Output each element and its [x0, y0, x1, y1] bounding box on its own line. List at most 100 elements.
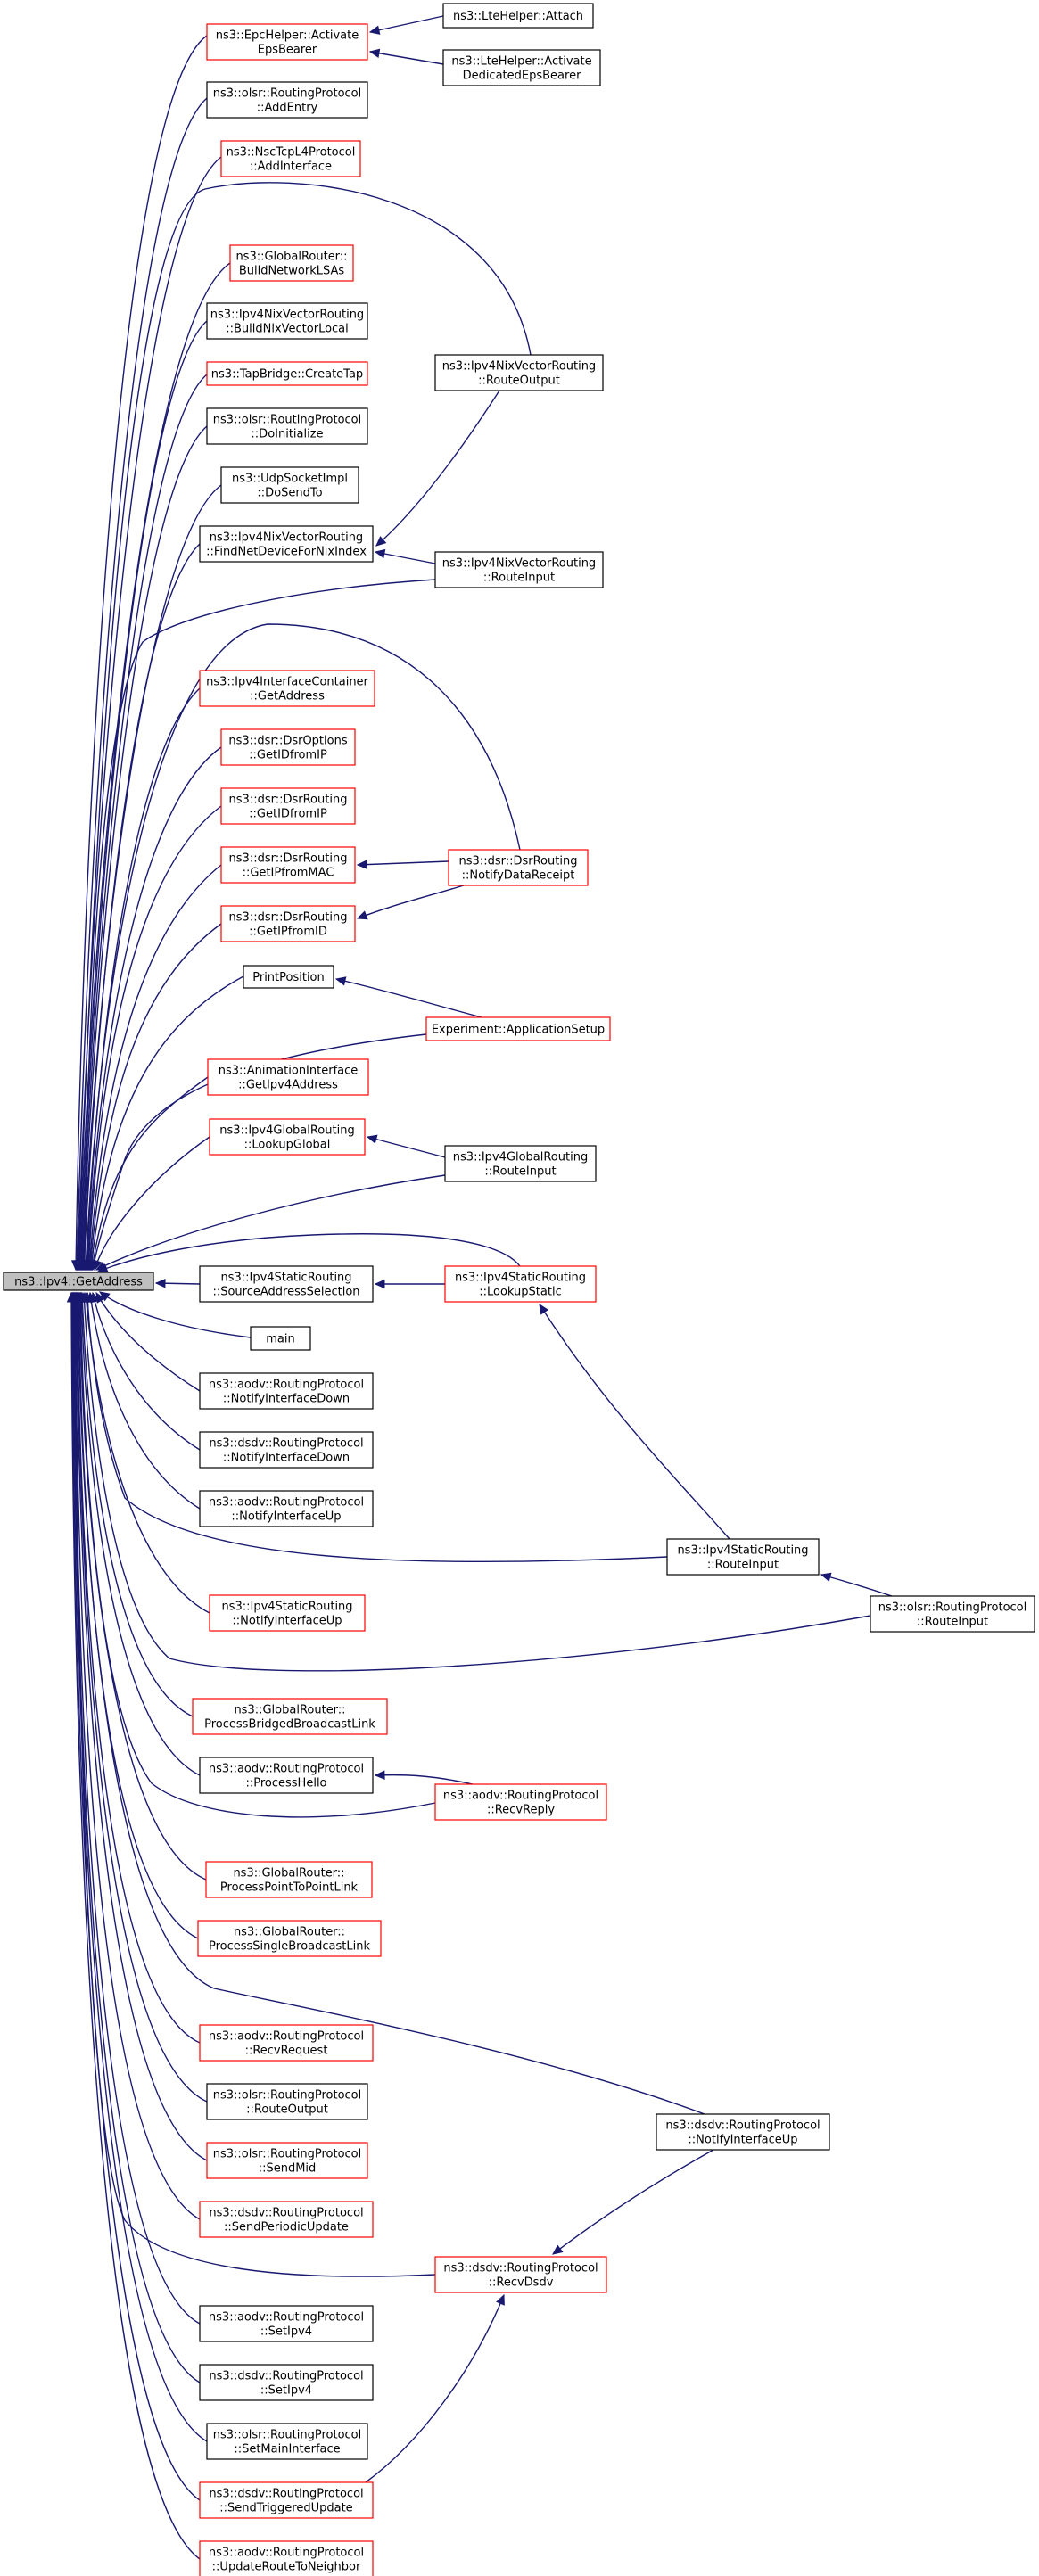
node-box[interactable] [220, 140, 361, 177]
node-dsdvifdown[interactable]: ns3::dsdv::RoutingProtocol::NotifyInterf… [199, 1431, 374, 1469]
node-dsrrtid[interactable]: ns3::dsr::DsrRouting::GetIDfromIP [220, 787, 356, 825]
node-box[interactable] [206, 23, 368, 61]
node-aodvsetipv4[interactable]: ns3::aodv::RoutingProtocol::SetIpv4 [199, 2305, 374, 2342]
node-dsdvifup[interactable]: ns3::dsdv::RoutingProtocol::NotifyInterf… [656, 2113, 830, 2151]
node-dsdvrecv[interactable]: ns3::dsdv::RoutingProtocol::RecvDsdv [434, 2256, 607, 2293]
node-box[interactable] [206, 81, 368, 119]
node-box[interactable] [220, 466, 359, 504]
node-root[interactable]: ns3::Ipv4::GetAddress [3, 1272, 154, 1291]
node-box[interactable] [199, 2201, 374, 2238]
node-box[interactable] [220, 905, 356, 942]
node-aodvifdown[interactable]: ns3::aodv::RoutingProtocol::NotifyInterf… [199, 1372, 374, 1410]
node-box[interactable] [199, 670, 375, 707]
node-grbuild[interactable]: ns3::GlobalRouter::BuildNetworkLSAs [229, 244, 354, 282]
node-olsrroutein[interactable]: ns3::olsr::RoutingProtocol::RouteInput [870, 1595, 1035, 1633]
node-grsingle[interactable]: ns3::GlobalRouter::ProcessSingleBroadcas… [197, 1920, 382, 1957]
node-dsrnotify[interactable]: ns3::dsr::DsrRouting::NotifyDataReceipt [448, 849, 589, 886]
node-sifup[interactable]: ns3::Ipv4StaticRouting::NotifyInterfaceU… [209, 1594, 366, 1632]
node-box[interactable] [870, 1595, 1035, 1633]
node-box[interactable] [199, 2364, 374, 2401]
node-box[interactable] [656, 2113, 830, 2151]
node-dsdvperiodic[interactable]: ns3::dsdv::RoutingProtocol::SendPeriodic… [199, 2201, 374, 2238]
node-grp2p[interactable]: ns3::GlobalRouter::ProcessPointToPointLi… [205, 1861, 373, 1898]
node-nixroutein[interactable]: ns3::Ipv4NixVectorRouting::RouteInput [434, 551, 604, 588]
node-box[interactable] [199, 1372, 374, 1410]
node-aodvreply[interactable]: ns3::aodv::RoutingProtocol::RecvReply [434, 1783, 607, 1821]
node-box[interactable] [199, 1757, 374, 1794]
node-lteded[interactable]: ns3::LteHelper::ActivateDedicatedEpsBear… [442, 49, 601, 86]
node-dsrmac[interactable]: ns3::dsr::DsrRouting::GetIPfromMAC [220, 846, 356, 884]
node-dsropt[interactable]: ns3::dsr::DsrOptions::GetIDfromIP [220, 728, 356, 766]
node-box[interactable] [243, 965, 334, 989]
node-olsraddentry[interactable]: ns3::olsr::RoutingProtocol::AddEntry [206, 81, 368, 119]
node-box[interactable] [220, 787, 356, 825]
node-olsrinit[interactable]: ns3::olsr::RoutingProtocol::DoInitialize [206, 407, 368, 445]
node-box[interactable] [442, 49, 601, 86]
node-olsrsetmain[interactable]: ns3::olsr::RoutingProtocol::SetMainInter… [206, 2423, 368, 2460]
node-box[interactable] [434, 2256, 607, 2293]
node-box[interactable] [666, 1538, 820, 1576]
node-box[interactable] [199, 1431, 374, 1469]
node-ifcont[interactable]: ns3::Ipv4InterfaceContainer::GetAddress [199, 670, 375, 707]
node-dsdvsetipv4[interactable]: ns3::dsdv::RoutingProtocol::SetIpv4 [199, 2364, 374, 2401]
node-box[interactable] [206, 2142, 368, 2179]
node-box[interactable] [199, 2305, 374, 2342]
node-nsctcp[interactable]: ns3::NscTcpL4Protocol::AddInterface [220, 140, 361, 177]
node-nixlocal[interactable]: ns3::Ipv4NixVectorRouting::BuildNixVecto… [206, 302, 368, 340]
node-nixrouteout[interactable]: ns3::Ipv4NixVectorRouting::RouteOutput [434, 354, 604, 391]
node-box[interactable] [206, 407, 368, 445]
node-main[interactable]: main [250, 1326, 311, 1351]
node-srcsel[interactable]: ns3::Ipv4StaticRouting::SourceAddressSel… [199, 1265, 374, 1303]
node-dsdvtrig[interactable]: ns3::dsdv::RoutingProtocol::SendTriggere… [199, 2481, 374, 2519]
node-lteattach[interactable]: ns3::LteHelper::Attach [442, 3, 594, 29]
node-box[interactable] [205, 1861, 373, 1898]
node-box[interactable] [444, 1145, 597, 1182]
node-box[interactable] [206, 361, 368, 386]
node-nixfind[interactable]: ns3::Ipv4NixVectorRouting::FindNetDevice… [199, 525, 374, 563]
node-aodvhello[interactable]: ns3::aodv::RoutingProtocol::ProcessHello [199, 1757, 374, 1794]
node-box[interactable] [220, 728, 356, 766]
node-box[interactable] [199, 1265, 374, 1303]
node-box[interactable] [448, 849, 589, 886]
node-box[interactable] [206, 2423, 368, 2460]
node-box[interactable] [3, 1272, 154, 1291]
node-expsetup[interactable]: Experiment::ApplicationSetup [425, 1016, 611, 1041]
node-box[interactable] [199, 1490, 374, 1527]
node-box[interactable] [207, 1058, 369, 1096]
node-box[interactable] [206, 302, 368, 340]
node-box[interactable] [444, 1265, 597, 1303]
node-box[interactable] [425, 1016, 611, 1041]
node-box[interactable] [229, 244, 354, 282]
node-printpos[interactable]: PrintPosition [243, 965, 334, 989]
node-aodvupdnb[interactable]: ns3::aodv::RoutingProtocol::UpdateRouteT… [199, 2540, 374, 2576]
node-box[interactable] [197, 1920, 382, 1957]
node-box[interactable] [434, 551, 604, 588]
node-sroutein[interactable]: ns3::Ipv4StaticRouting::RouteInput [666, 1538, 820, 1576]
node-box[interactable] [192, 1698, 388, 1735]
node-box[interactable] [434, 354, 604, 391]
node-box[interactable] [434, 1783, 607, 1821]
node-olsrmid[interactable]: ns3::olsr::RoutingProtocol::SendMid [206, 2142, 368, 2179]
node-dsrip[interactable]: ns3::dsr::DsrRouting::GetIPfromID [220, 905, 356, 942]
node-box[interactable] [220, 846, 356, 884]
node-box[interactable] [199, 2540, 374, 2576]
node-box[interactable] [199, 525, 374, 563]
node-grbcast[interactable]: ns3::GlobalRouter::ProcessBridgedBroadca… [192, 1698, 388, 1735]
node-aodvreq[interactable]: ns3::aodv::RoutingProtocol::RecvRequest [199, 2024, 374, 2062]
node-box[interactable] [209, 1118, 366, 1156]
node-box[interactable] [199, 2024, 374, 2062]
node-slookup[interactable]: ns3::Ipv4StaticRouting::LookupStatic [444, 1265, 597, 1303]
node-box[interactable] [199, 2481, 374, 2519]
node-box[interactable] [442, 3, 594, 29]
node-udp[interactable]: ns3::UdpSocketImpl::DoSendTo [220, 466, 359, 504]
node-glookup[interactable]: ns3::Ipv4GlobalRouting::LookupGlobal [209, 1118, 366, 1156]
node-box[interactable] [209, 1594, 366, 1632]
node-tap[interactable]: ns3::TapBridge::CreateTap [206, 361, 368, 386]
node-box[interactable] [206, 2083, 368, 2120]
node-box[interactable] [250, 1326, 311, 1351]
node-aodvifup[interactable]: ns3::aodv::RoutingProtocol::NotifyInterf… [199, 1490, 374, 1527]
node-olsrrouteout[interactable]: ns3::olsr::RoutingProtocol::RouteOutput [206, 2083, 368, 2120]
node-anim[interactable]: ns3::AnimationInterface::GetIpv4Address [207, 1058, 369, 1096]
node-groutein[interactable]: ns3::Ipv4GlobalRouting::RouteInput [444, 1145, 597, 1182]
